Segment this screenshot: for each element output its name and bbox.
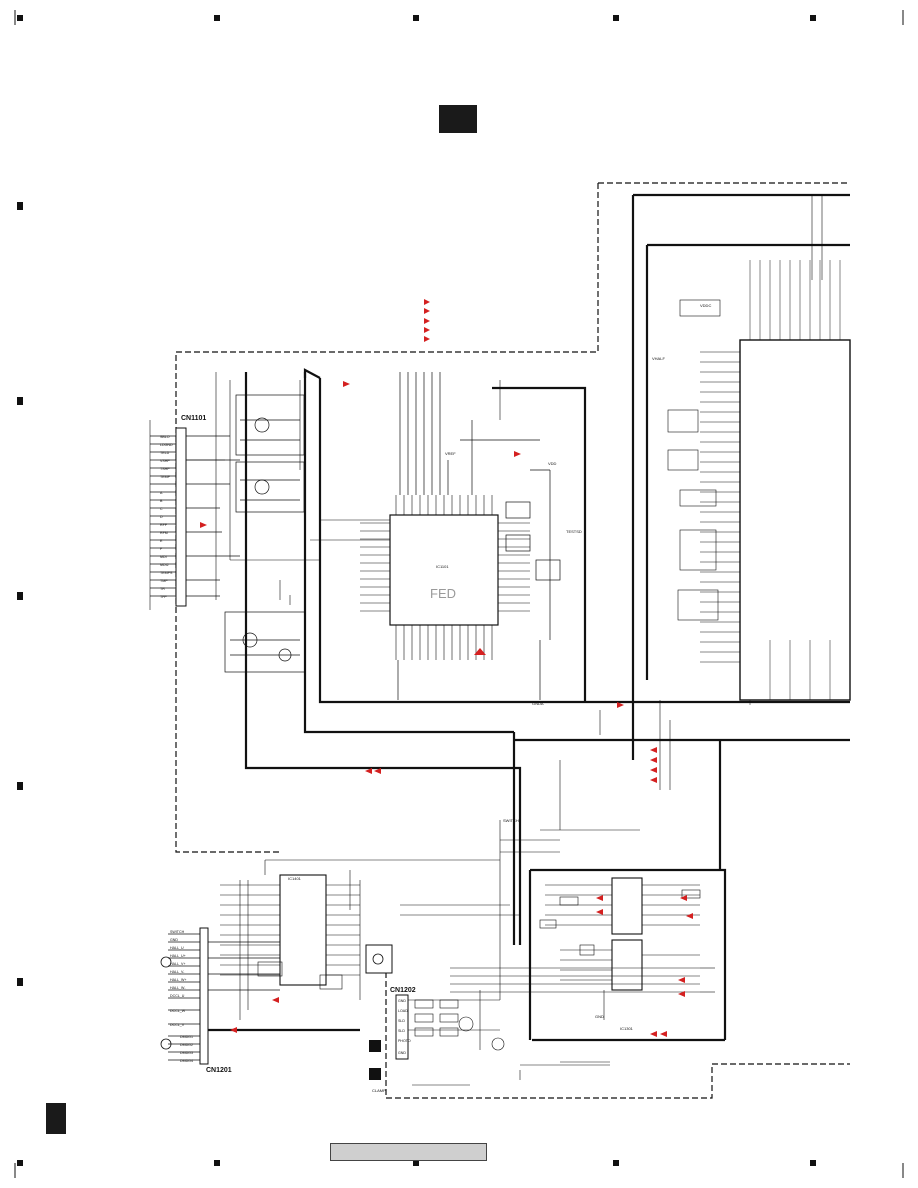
cn1101-pin: LDGND [160, 443, 173, 447]
laser-driver-circuit [224, 394, 306, 673]
cn1201-pin: HALL_W+ [170, 978, 186, 982]
ic1101-chip [360, 372, 561, 700]
cn1201-pin: DCCL_U [170, 994, 185, 998]
gnda-label: GNDA [532, 701, 544, 706]
cn1101-pin: MDI2 [160, 563, 169, 567]
cn1101-connector [149, 420, 240, 610]
dashed-boundaries [175, 182, 850, 1099]
frame-ticks [14, 10, 904, 1178]
bus-lines [202, 193, 850, 1042]
cn1101-pin: TEMP [160, 475, 171, 479]
cn1101-pin: A [160, 491, 163, 495]
cn1201-pin: HALL_V- [170, 970, 185, 974]
cn1101-pin: TMP [160, 579, 168, 583]
gnd-label: GND [595, 1014, 604, 1019]
ic1301-chip [667, 195, 851, 705]
testsd-label: TESTSD [566, 529, 582, 534]
cn1202-label: CN1202 [390, 987, 416, 994]
vhalf-label: VHALF [652, 356, 665, 361]
red-flow-arrows [200, 299, 693, 1037]
vref-label: VREF [445, 451, 456, 456]
header-tag [439, 105, 477, 133]
cn1101-pin: MDI [160, 555, 167, 559]
clamp-label: CLAMP [372, 1088, 386, 1093]
ic1401-label: IC1401 [288, 876, 302, 881]
cn1202-connector [365, 944, 610, 1080]
cn1201-pin: DCCL_W [170, 1009, 186, 1013]
cn1101-pin: TR [160, 587, 165, 591]
loading-driver-chip [450, 820, 715, 1020]
cn1202-pin: PHOTO [398, 1039, 411, 1043]
cn1101-label: CN1101 [181, 415, 206, 422]
cn1101-pin: TFP [160, 595, 167, 599]
cn1101-pin: RFP [160, 523, 168, 527]
cn1101-pin: D [160, 515, 163, 519]
cn1101-pin: F [160, 547, 163, 551]
cn1101-pin: RFM [160, 531, 168, 535]
vddc-label: VDDC [700, 303, 711, 308]
cn1201-pin: SWITCH [170, 930, 185, 934]
signal-traces [186, 372, 671, 1086]
ic1301-label: IC1301 [620, 1026, 634, 1031]
switch-label: SWITCH [503, 818, 519, 823]
cn1201-pin: DMDG4 [180, 1059, 193, 1063]
cn1201-pin: DMDG3 [180, 1051, 193, 1055]
cn1201-connector [160, 927, 280, 1065]
cn1101-pin: SBLO [160, 435, 170, 439]
fed-label: FED [430, 586, 456, 601]
vdd-label: VDD [548, 461, 557, 466]
cn1201-pin: HALL_V+ [170, 962, 185, 966]
cn1202-pin: GND [398, 999, 406, 1003]
cn1101-pin: TEMPS [160, 571, 173, 575]
cn1201-pin: HALL_U [170, 946, 184, 950]
cn1101-pin: VSHP [160, 459, 170, 463]
corner-tag [46, 1103, 66, 1134]
cn1201-pin: DMDG2 [180, 1043, 193, 1047]
cn1101-pin: TSHP [160, 467, 170, 471]
cn1201-pin-labels: SWITCH GND HALL_U HALL_U+ HALL_V+ HALL_V… [170, 930, 193, 1063]
cn1201-pin: GND [170, 938, 178, 942]
cn1201-pin: DCCL_V [170, 1023, 185, 1027]
cn1201-label: CN1201 [206, 1067, 232, 1074]
cn1202-pin-labels: GND LOAD SLD SLD PHOTO GND [398, 999, 411, 1055]
cn1101-pin: E [160, 539, 163, 543]
cn1201-pin: HALL_U+ [170, 954, 186, 958]
cn1201-pin: HALL_W- [170, 986, 186, 990]
cn1101-pin: TELD [160, 451, 170, 455]
cn1202-pin: LOAD [398, 1009, 408, 1013]
cn1201-pin: DMDG1 [180, 1035, 193, 1039]
page-footer-bar [330, 1143, 487, 1161]
cn1202-pin: SLD [398, 1029, 405, 1033]
cn1101-pin: B [160, 499, 163, 503]
ic1401-chip [220, 859, 500, 1020]
cn1101-pin: C [160, 507, 163, 511]
cn1101-pin-labels: SBLO LDGND TELD VSHP TSHP TEMP A B C D R… [160, 435, 173, 599]
cn1202-pin: SLD [398, 1019, 405, 1023]
frame-marks [17, 15, 816, 1166]
cn1202-pin: GND [398, 1051, 406, 1055]
ic1101-label: IC1101 [436, 564, 449, 569]
